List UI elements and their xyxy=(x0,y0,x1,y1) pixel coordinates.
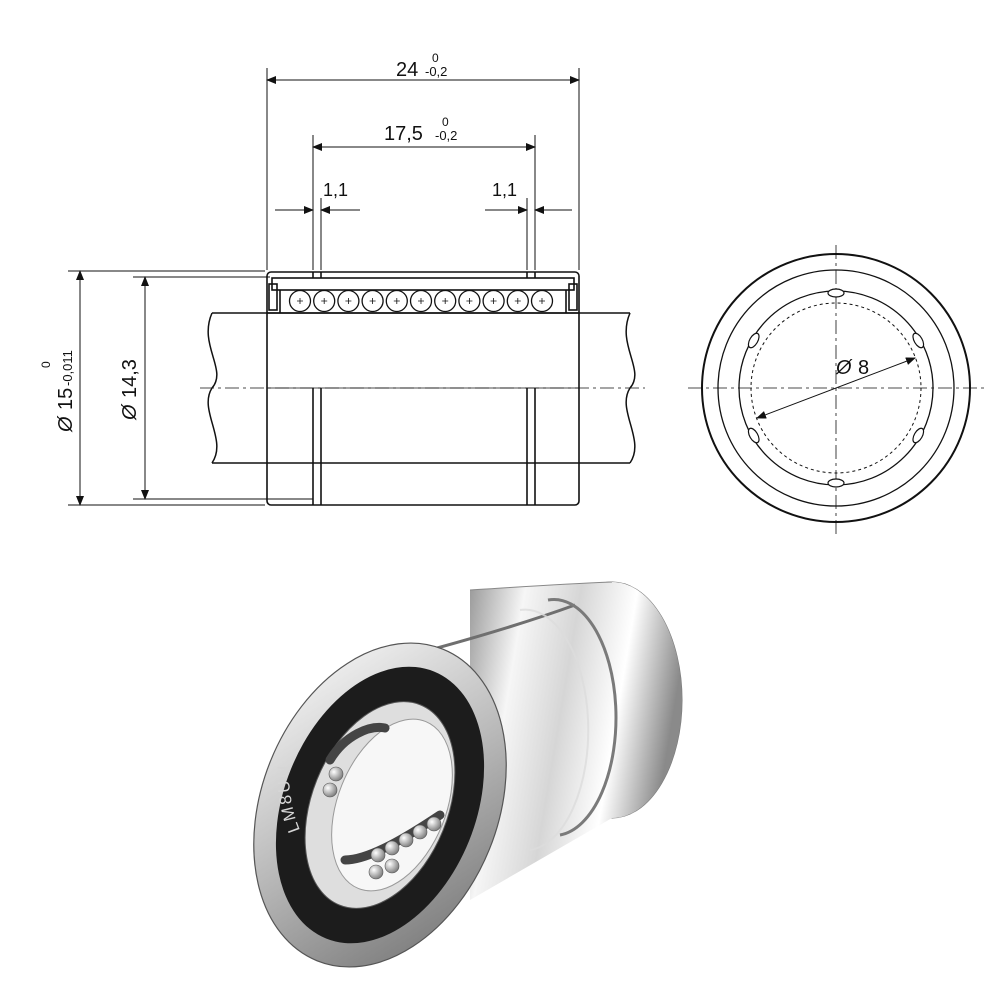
groove-diameter-symbol: Ø xyxy=(119,403,141,421)
ball-center-mark xyxy=(490,298,497,304)
ball-center-mark xyxy=(442,298,449,304)
dimension-overall-length: 24 0 -0,2 xyxy=(266,51,580,270)
bore-diameter-symbol: Ø xyxy=(835,357,853,379)
ball xyxy=(384,840,400,856)
dimension-groove-diameter: Ø 14,3 xyxy=(119,276,313,500)
ball xyxy=(384,858,400,874)
visible-balls xyxy=(322,766,442,880)
dimension-groove-left: 1,1 xyxy=(275,180,360,270)
groove-left-value: 1,1 xyxy=(323,180,348,200)
outer-diameter-symbol: Ø xyxy=(55,415,77,433)
dimension-groove-right: 1,1 xyxy=(485,180,572,270)
bore-diameter-value: 8 xyxy=(858,357,869,379)
ball-center-mark xyxy=(418,298,424,304)
overall-length-value: 24 xyxy=(396,59,418,81)
bearing-outline xyxy=(266,271,580,506)
end-view: Ø 8 xyxy=(688,245,985,535)
retainer-slots xyxy=(747,288,925,488)
ball xyxy=(370,847,386,863)
ball xyxy=(368,864,384,880)
ball xyxy=(426,816,442,832)
outer-diameter-value: 15 xyxy=(55,388,77,410)
overall-length-upper-tol: 0 xyxy=(432,51,439,65)
retainer-slot xyxy=(912,332,925,349)
ball xyxy=(322,782,338,798)
retainer-slot xyxy=(912,427,925,444)
ball-center-mark xyxy=(393,298,400,304)
ball-center-mark xyxy=(369,298,376,304)
retainer-slot xyxy=(747,427,760,444)
groove-right-value: 1,1 xyxy=(492,180,517,200)
groove-diameter-value: 14,3 xyxy=(119,359,141,398)
ball-center-mark xyxy=(345,298,352,304)
outer-diameter-upper-tol: 0 xyxy=(39,361,53,368)
ball-center-mark xyxy=(514,298,521,304)
ball-center-mark xyxy=(539,298,545,304)
ball-center-mark xyxy=(297,298,303,304)
outer-diameter-lower-tol: -0,011 xyxy=(60,350,75,386)
inner-length-value: 17,5 xyxy=(384,123,423,145)
ball-center-mark xyxy=(466,298,473,304)
retainer-slot xyxy=(827,288,845,298)
ball-row xyxy=(288,289,554,313)
bearing-photo: LM8UU xyxy=(253,581,683,968)
dimension-outer-diameter: Ø 15 -0,011 0 xyxy=(39,270,265,506)
retainer-slot xyxy=(747,332,760,349)
ball-center-mark xyxy=(321,298,328,304)
ball xyxy=(398,832,414,848)
ball xyxy=(412,824,428,840)
dimension-inner-length: 17,5 0 -0,2 xyxy=(312,115,536,270)
inner-length-upper-tol: 0 xyxy=(442,115,449,129)
ball xyxy=(328,766,344,782)
section-view xyxy=(200,271,645,506)
retainer-slot xyxy=(827,478,845,488)
overall-length-lower-tol: -0,2 xyxy=(425,64,447,79)
inner-length-lower-tol: -0,2 xyxy=(435,128,457,143)
